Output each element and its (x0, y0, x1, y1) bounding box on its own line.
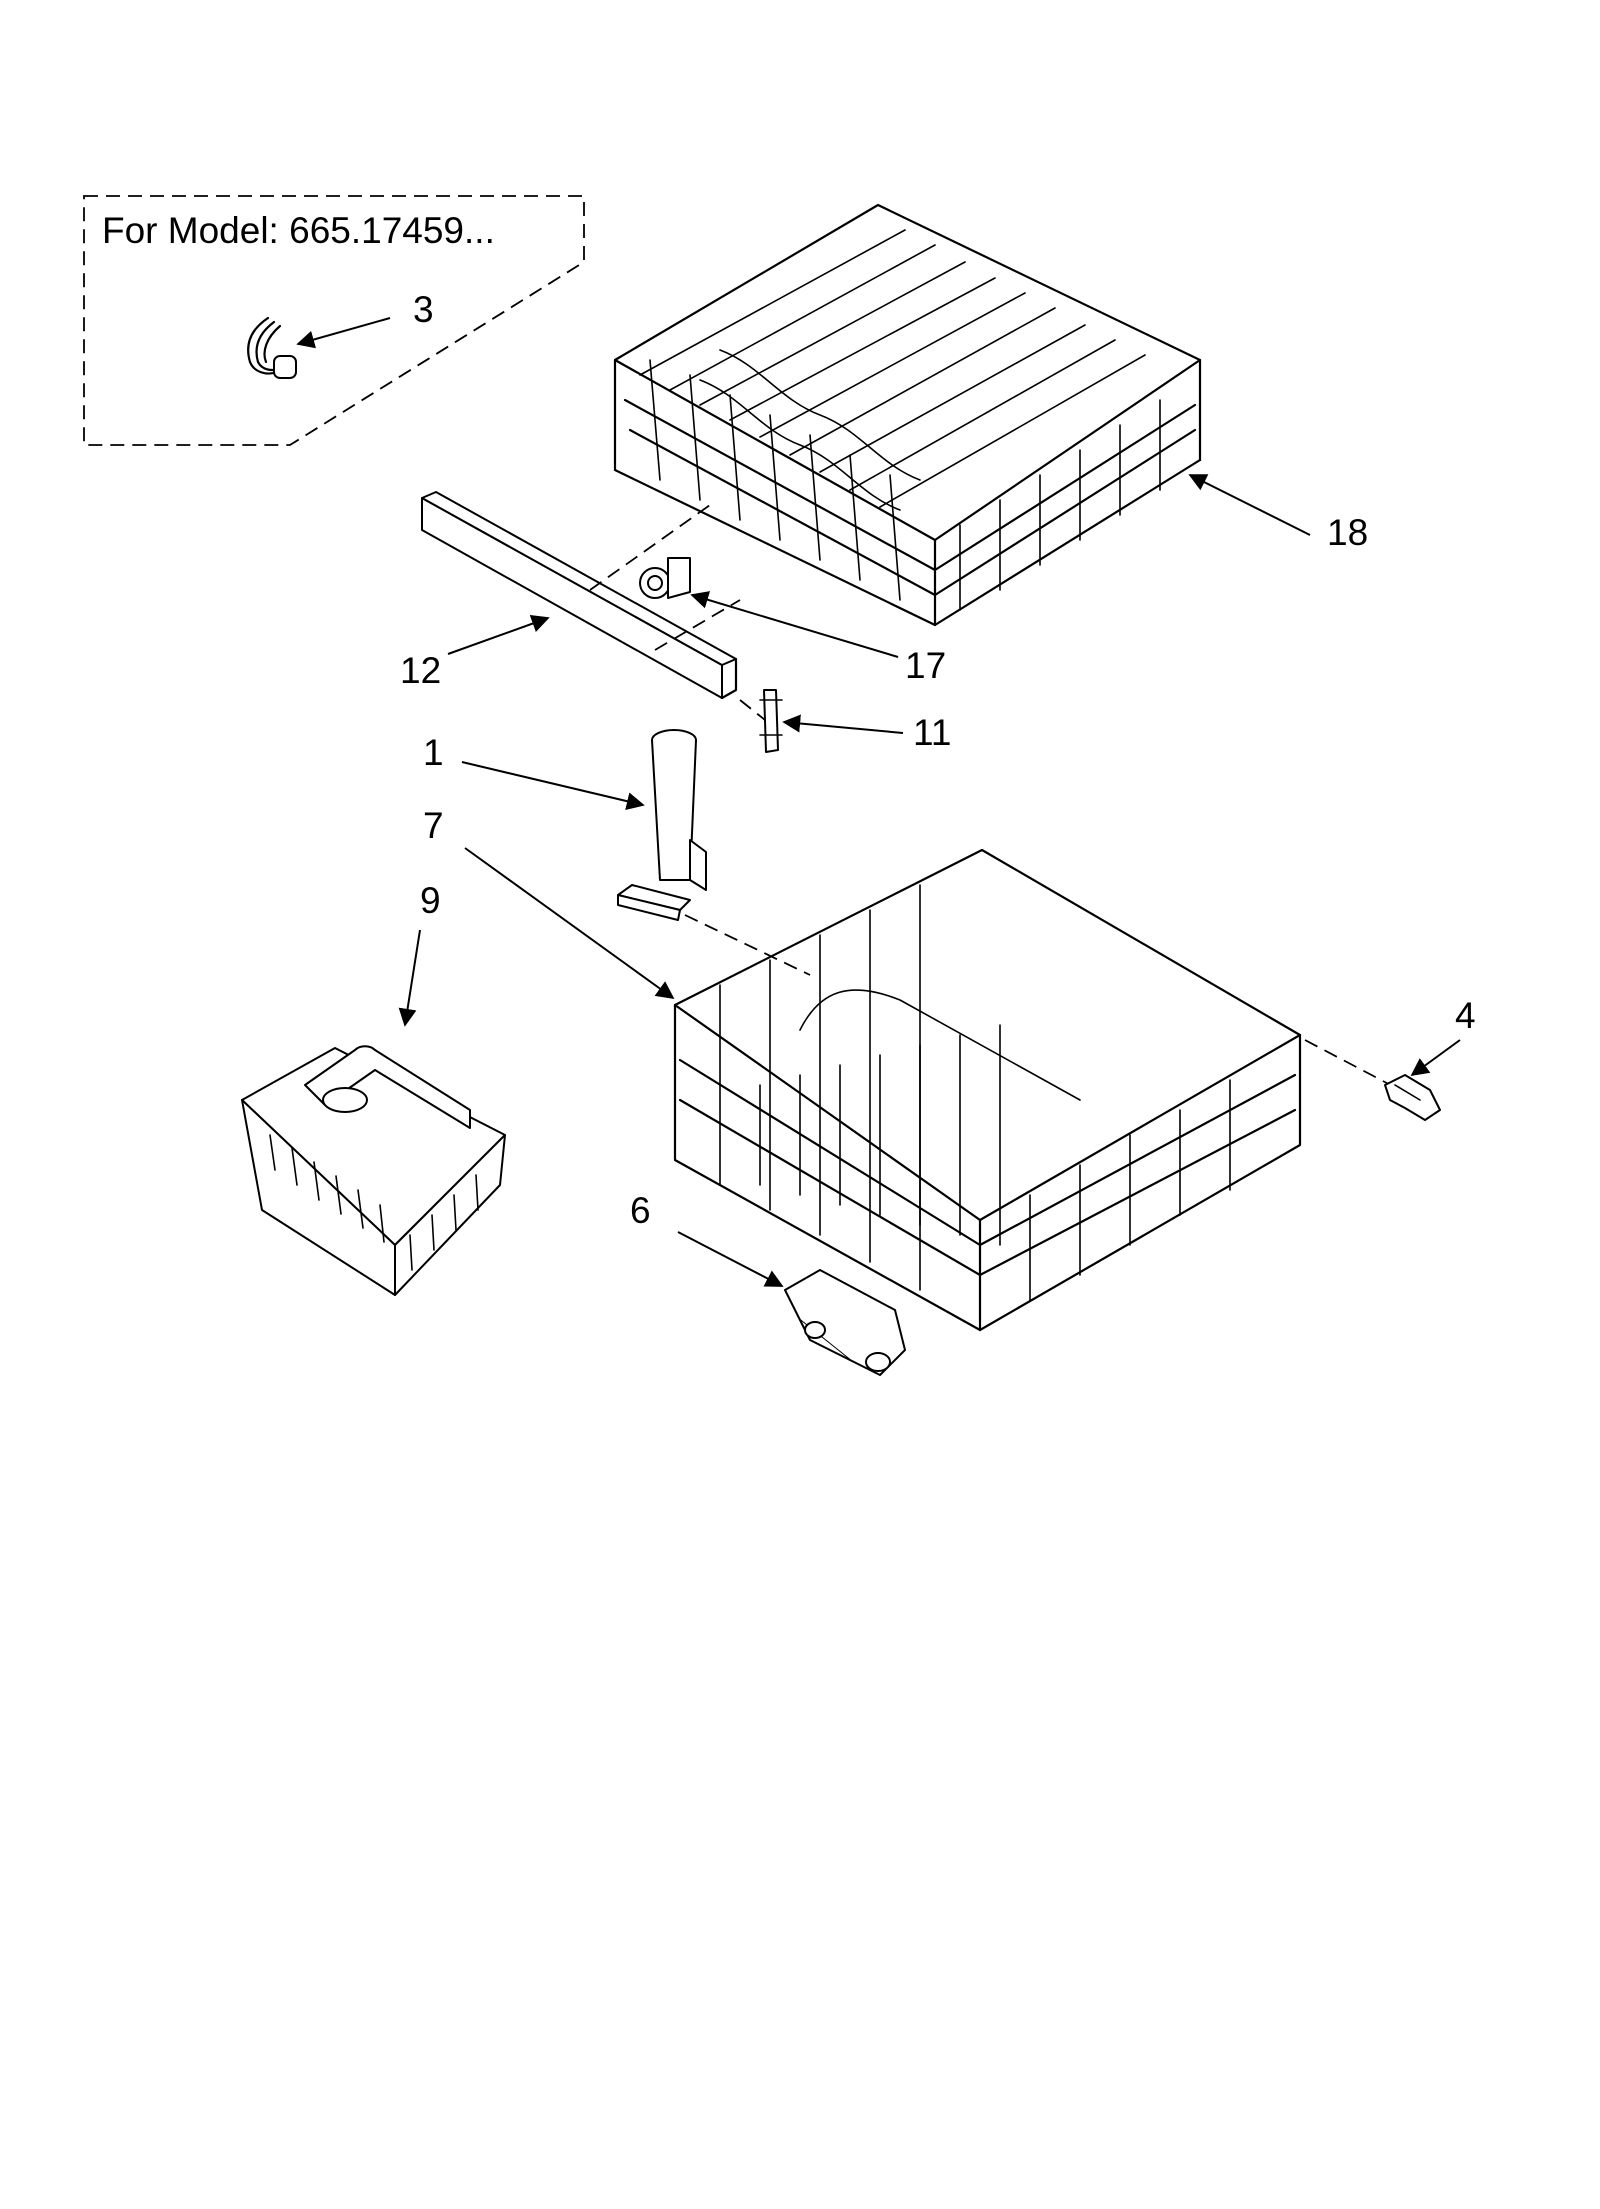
upper-rack-icon (613, 203, 1311, 627)
rack-track-icon (421, 491, 738, 700)
callout-18: 18 (1327, 512, 1368, 553)
model-note-text: For Model: 665.17459... (102, 210, 495, 251)
roller-assembly-icon (677, 1231, 906, 1376)
callout-7: 7 (423, 805, 444, 846)
model-note-box: For Model: 665.17459... (83, 195, 585, 446)
callout-3: 3 (413, 289, 434, 330)
end-cap-icon (759, 689, 904, 753)
callout-1: 1 (423, 732, 444, 773)
callout-6: 6 (630, 1190, 651, 1231)
rack-roller-icon (639, 557, 899, 658)
roller-clip-icon (1384, 1039, 1461, 1121)
silverware-basket-icon (241, 929, 506, 1296)
callout-9: 9 (420, 880, 441, 921)
callout-17: 17 (905, 645, 946, 686)
rack-post-icon (461, 729, 707, 921)
callout-12: 12 (400, 650, 441, 691)
callout-11: 11 (913, 712, 951, 753)
callout-4: 4 (1455, 995, 1476, 1036)
wire-clip-icon (247, 316, 391, 379)
lower-rack-icon (464, 847, 1302, 1332)
